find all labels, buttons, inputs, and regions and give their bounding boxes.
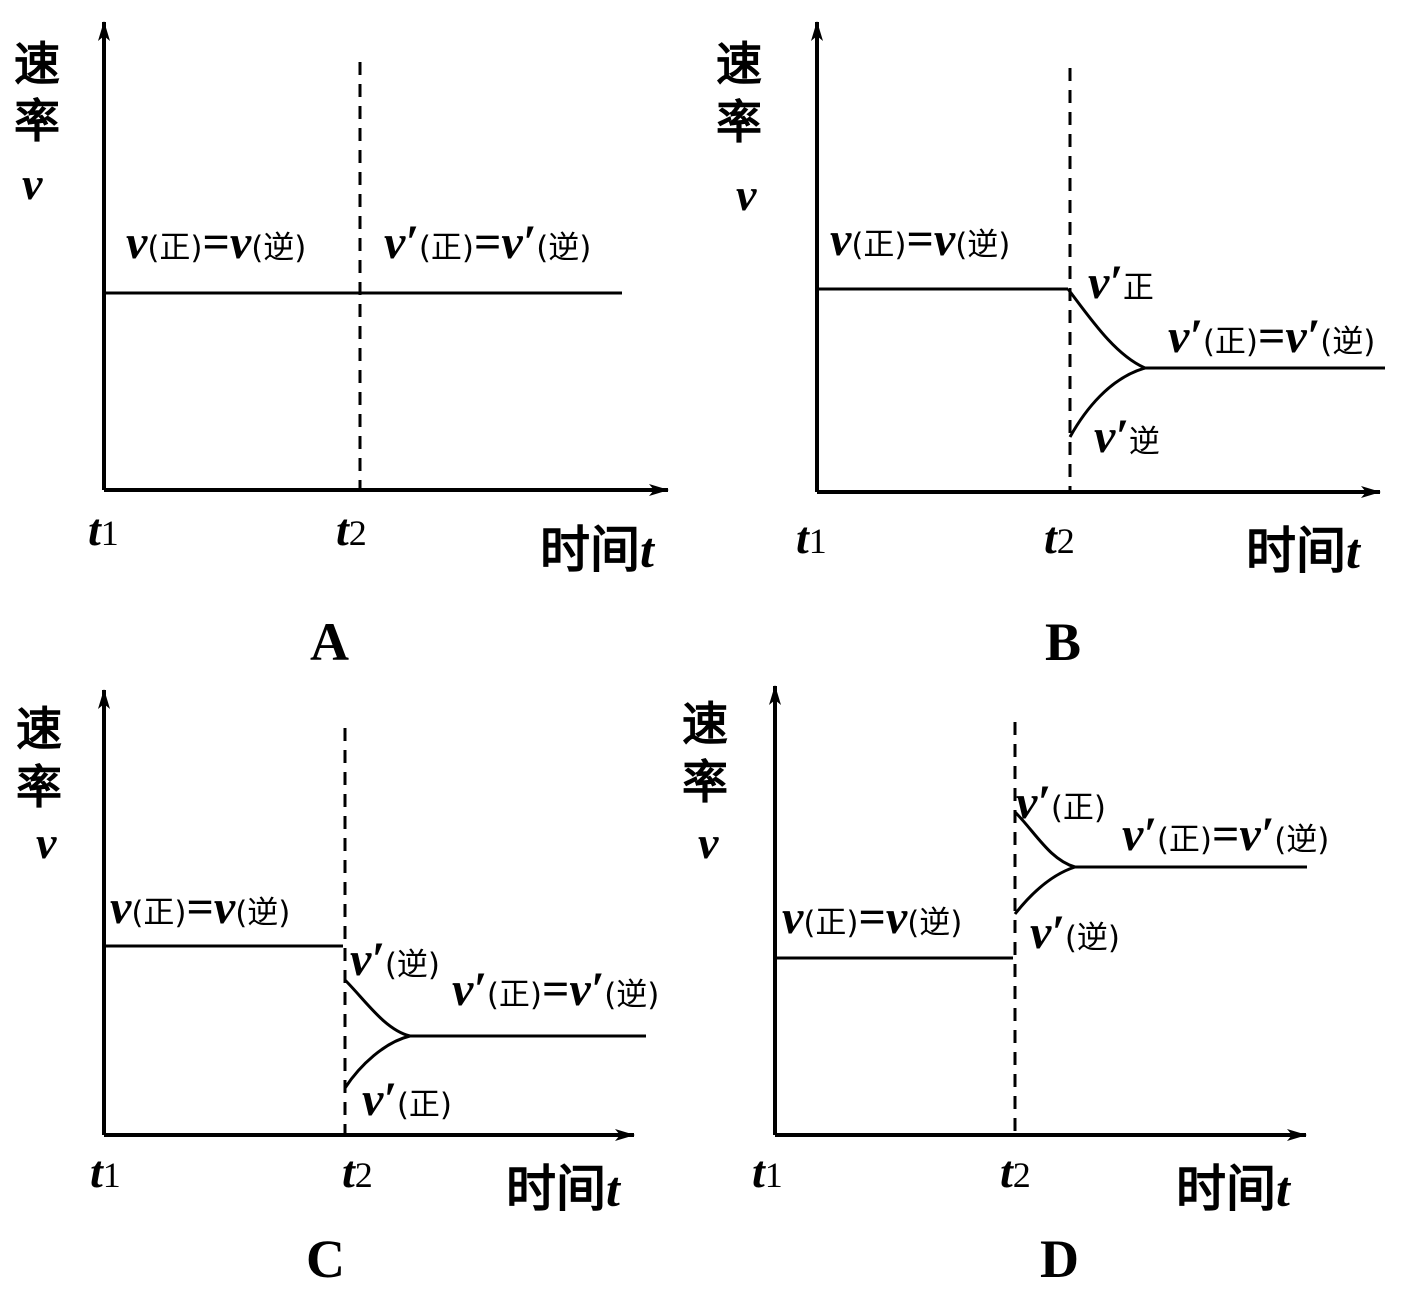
t2-label: t2 [336, 504, 367, 555]
label-vp-fwd-eq-vp-rev: v′(正)=v′(逆) [384, 216, 591, 269]
y-label-var: v [736, 169, 757, 220]
t2-label: t2 [1044, 512, 1075, 563]
label-vp-fwd: v′(正) [362, 1073, 452, 1126]
label-vp-fwd-eq-vp-rev: v′(正)=v′(逆) [1122, 808, 1329, 861]
forward-rate-curve [343, 1034, 411, 1089]
y-label-var: v [22, 158, 43, 209]
reverse-rate-curve [1013, 865, 1076, 915]
x-axis-label: 时间t [1246, 521, 1362, 580]
t2-label: t2 [342, 1146, 373, 1197]
label-vp-rev: v′逆 [1094, 410, 1160, 463]
panel-a: 速 率 v t1 t2 时间t v(正)=v(逆) v′(正)=v′(逆) A [14, 21, 669, 672]
panel-b: 速 率 v t1 t2 时间t v(正)=v(逆) v′正 v′(正)=v′(逆… [716, 21, 1385, 672]
label-vp-fwd-eq-vp-rev: v′(正)=v′(逆) [1168, 310, 1375, 363]
reverse-rate-curve [1068, 366, 1146, 438]
x-axis-label: 时间t [506, 1159, 622, 1218]
label-v-fwd-eq-v-rev: v(正)=v(逆) [830, 213, 1010, 266]
y-label-char1: 速 [682, 697, 728, 751]
t1-label: t1 [752, 1146, 783, 1197]
y-label-var: v [36, 817, 57, 868]
panel-c: 速 率 v t1 t2 时间t v(正)=v(逆) v′(逆) v′(正)=v′… [16, 689, 659, 1289]
t1-label: t1 [90, 1146, 121, 1197]
y-label-char1: 速 [14, 37, 60, 91]
panel-caption: A [310, 612, 349, 672]
t1-label: t1 [796, 512, 827, 563]
label-vp-fwd: v′(正) [1016, 776, 1106, 829]
panel-d: 速 率 v t1 t2 时间t v(正)=v(逆) v′(正) v′(正)=v′… [682, 685, 1329, 1289]
panel-caption: B [1045, 612, 1081, 672]
y-label-char1: 速 [716, 37, 762, 91]
reverse-rate-curve [343, 978, 411, 1038]
y-label-char2: 率 [716, 95, 762, 149]
y-label-char1: 速 [16, 702, 62, 756]
panel-caption: D [1040, 1229, 1079, 1289]
label-vp-rev: v′(逆) [1030, 906, 1120, 959]
y-label-char2: 率 [682, 755, 728, 809]
label-v-fwd-eq-v-rev: v(正)=v(逆) [126, 216, 306, 269]
label-vp-fwd-eq-vp-rev: v′(正)=v′(逆) [452, 963, 659, 1016]
panel-caption: C [306, 1229, 345, 1289]
y-label-char2: 率 [16, 760, 62, 814]
forward-rate-curve [1066, 288, 1146, 370]
label-vp-fwd: v′正 [1088, 256, 1154, 309]
y-label-var: v [698, 817, 719, 868]
label-vp-rev: v′(逆) [350, 933, 440, 986]
x-axis-label: 时间t [540, 520, 656, 579]
forward-rate-curve [1013, 810, 1076, 869]
t1-label: t1 [88, 504, 119, 555]
x-axis-label: 时间t [1176, 1159, 1292, 1218]
t2-label: t2 [1000, 1146, 1031, 1197]
y-label-char2: 率 [14, 94, 60, 148]
label-v-fwd-eq-v-rev: v(正)=v(逆) [110, 881, 290, 934]
label-v-fwd-eq-v-rev: v(正)=v(逆) [782, 891, 962, 944]
